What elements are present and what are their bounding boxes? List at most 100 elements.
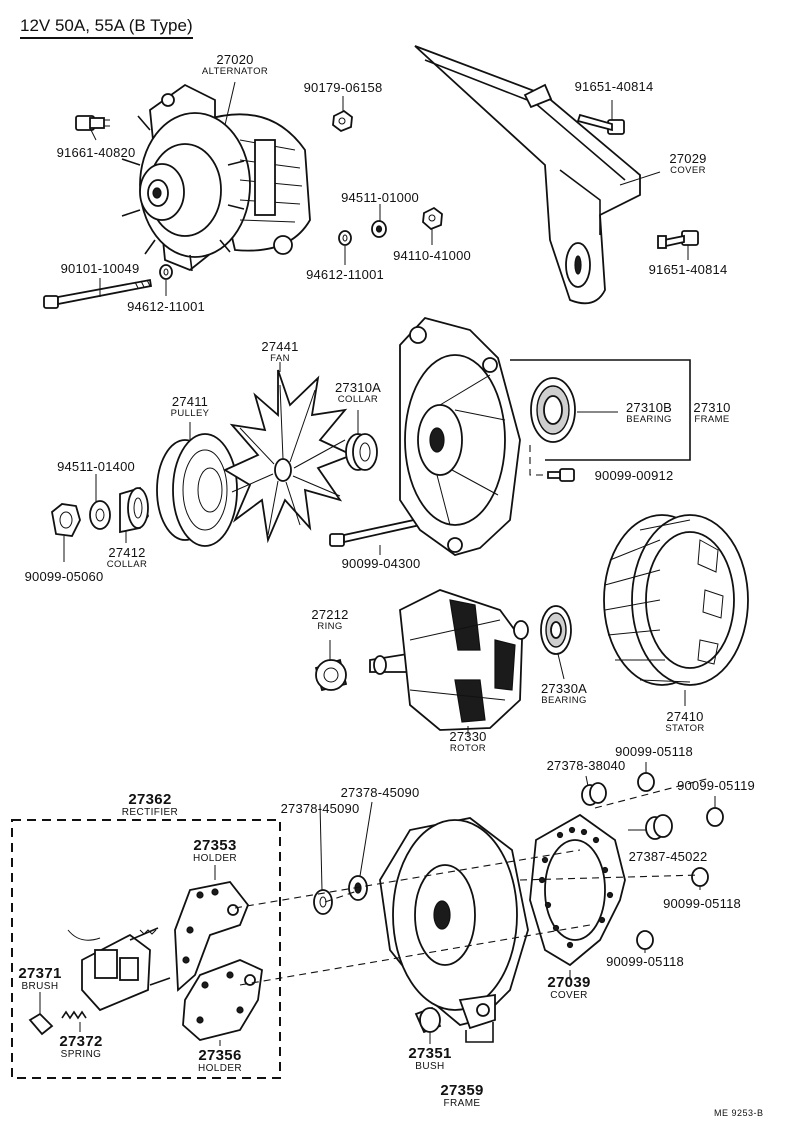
part-name: FAN	[270, 352, 290, 364]
part-name: RECTIFIER	[121, 806, 179, 818]
brush-holder-drawing	[67, 927, 171, 1012]
label-screw-90099-00912: 90099-00912	[595, 469, 674, 483]
label-nut-90099-05118-top: 90099-05118	[615, 745, 693, 759]
ring-27212-drawing	[314, 658, 348, 692]
label-brush-27371: 27371 BRUSH	[18, 966, 61, 992]
part-number: 27441	[261, 339, 299, 354]
label-stator-27410: 27410 STATOR	[665, 710, 704, 734]
nut-94110-drawing	[422, 206, 443, 231]
drawing-code: ME 9253-B	[714, 1108, 764, 1118]
part-name: HOLDER	[197, 1062, 243, 1074]
part-number: 27351	[408, 1045, 452, 1062]
insulator-27387-45022-drawing	[645, 814, 673, 840]
bush-27351-drawing	[414, 1006, 442, 1034]
label-holder-27353: 27353 HOLDER	[193, 838, 237, 864]
label-cover-27039: 27039 COVER	[547, 975, 590, 1001]
washer-94612-b-drawing	[159, 264, 173, 280]
bolt-91651-top-drawing	[576, 113, 625, 135]
label-collar-27310a: 27310A COLLAR	[335, 381, 381, 405]
label-bolt-91661-40820: 91661-40820	[57, 146, 136, 160]
part-name: STATOR	[665, 722, 705, 734]
label-pulley-27411: 27411 PULLEY	[171, 395, 210, 419]
part-number: 94511-01400	[57, 459, 135, 474]
nut-90099-05118-top-drawing	[637, 772, 655, 792]
label-holder-27356: 27356 HOLDER	[198, 1048, 242, 1074]
part-name: FRAME	[443, 1097, 481, 1109]
part-number: 90099-00912	[594, 468, 674, 483]
label-nut-90099-05060: 90099-05060	[25, 570, 104, 584]
label-bearing-27310b: 27310B BEARING	[626, 401, 672, 425]
label-washer-94612-11001-a: 94612-11001	[306, 268, 384, 282]
label-nut-94110-41000: 94110-41000	[393, 249, 471, 263]
part-name: BUSH	[415, 1060, 445, 1072]
part-number: 27359	[440, 1082, 484, 1099]
part-number: 27310	[693, 400, 731, 415]
collar-27412-drawing	[119, 486, 149, 534]
label-insulator-27378-45090-a: 27378-45090	[281, 802, 360, 816]
part-name: ROTOR	[449, 742, 487, 754]
part-name: RING	[317, 620, 343, 632]
frame-27310-drawing	[399, 316, 521, 556]
label-bolt-90101-10049: 90101-10049	[61, 262, 140, 276]
nut-90099-05118-mid-drawing	[691, 867, 709, 887]
part-number: 90099-05118	[606, 954, 684, 969]
part-number: 27330A	[540, 681, 588, 696]
nut-90099-05118-low-drawing	[636, 930, 654, 950]
frame-27359-drawing	[379, 817, 529, 1030]
label-insulator-27378-38040: 27378-38040	[547, 759, 626, 773]
stator-27410-drawing	[603, 514, 749, 686]
rotor-27330-drawing	[369, 589, 529, 731]
label-nut-90099-05118-low: 90099-05118	[606, 955, 684, 969]
insulator-27378-45090-a-drawing	[313, 889, 333, 915]
part-number: 90099-05119	[677, 778, 755, 793]
part-number: 94612-11001	[306, 267, 384, 282]
alternator-drawing	[121, 83, 311, 272]
part-number: 27411	[171, 394, 209, 409]
label-nut-90099-05119: 90099-05119	[677, 779, 755, 793]
part-number: 27330	[449, 729, 487, 744]
holder-27353-drawing	[174, 881, 250, 992]
spring-27372-drawing	[61, 1010, 87, 1020]
label-washer-94511-01400: 94511-01400	[57, 460, 135, 474]
part-number: 27310B	[625, 400, 673, 415]
bolt-91651-bottom-drawing	[657, 230, 699, 249]
part-number: 27212	[311, 607, 349, 622]
frame-27359-bracket	[465, 1022, 494, 1043]
label-nut-90179-06158: 90179-06158	[304, 81, 383, 95]
part-number: 27378-45090	[340, 785, 420, 800]
part-name: FRAME	[694, 413, 730, 425]
part-number: 27378-38040	[546, 758, 626, 773]
label-collar-27412: 27412 COLLAR	[107, 546, 147, 570]
bolt-91661-drawing	[75, 115, 110, 131]
part-name: BEARING	[541, 694, 587, 706]
insulator-27378-38040-drawing	[581, 782, 607, 806]
nut-90099-05119-drawing	[706, 807, 724, 827]
label-fan-27441: 27441 FAN	[261, 340, 298, 364]
label-alternator-27020: 27020 ALTERNATOR	[202, 53, 268, 77]
label-nut-90099-05118-mid: 90099-05118	[663, 897, 741, 911]
label-frame-27310: 27310 FRAME	[693, 401, 730, 425]
part-number: 91651-40814	[574, 79, 654, 94]
holder-27356-drawing	[182, 959, 263, 1041]
part-number: 27353	[193, 837, 237, 854]
label-washer-94612-11001-b: 94612-11001	[127, 300, 205, 314]
label-insulator-27378-45090-b: 27378-45090	[341, 786, 420, 800]
label-washer-94511-01000: 94511-01000	[341, 191, 419, 205]
part-number: 90179-06158	[303, 80, 383, 95]
rectifier-group-box	[11, 819, 281, 1079]
label-bush-27351: 27351 BUSH	[408, 1046, 451, 1072]
part-number: 90099-05060	[24, 569, 104, 584]
label-bolt-90099-04300: 90099-04300	[342, 557, 421, 571]
fan-27441-drawing	[223, 369, 355, 544]
part-number: 94511-01000	[341, 190, 419, 205]
nut-90099-05060-drawing	[51, 503, 81, 537]
leader-lines	[39, 81, 716, 1046]
part-name: BRUSH	[21, 980, 59, 992]
label-frame-27359: 27359 FRAME	[440, 1083, 483, 1109]
part-number: 27372	[59, 1033, 103, 1050]
part-number: 27020	[216, 52, 254, 67]
part-number: 90099-05118	[663, 896, 741, 911]
bearing-27330a-drawing	[540, 605, 572, 655]
part-number: 90101-10049	[60, 261, 140, 276]
